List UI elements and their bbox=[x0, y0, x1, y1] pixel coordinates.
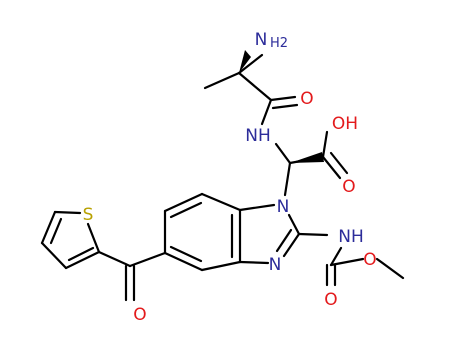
bond-calpha2-n1 bbox=[283, 161, 292, 197]
atom-amide-nh: NH bbox=[245, 126, 271, 146]
atom-acid-oh: OH bbox=[332, 114, 358, 134]
bond-th-c3-c2 bbox=[64, 250, 101, 270]
bond-th-c5-c4-inner bbox=[49, 217, 63, 245]
atom-ring-n1: N bbox=[277, 197, 290, 217]
atom-carbamate-o-double: O bbox=[324, 290, 337, 310]
bond-amide-c-o-2 bbox=[271, 103, 299, 110]
bond-nh2-calpha bbox=[237, 53, 264, 75]
bond-c5-c4-inner bbox=[169, 245, 203, 263]
stereo-wedges bbox=[239, 50, 324, 163]
bond-th-c2-s bbox=[86, 222, 101, 254]
bond-oether-methyl bbox=[375, 257, 405, 280]
atom-amine-h2: H2 bbox=[270, 36, 288, 51]
atom-amide-o: O bbox=[300, 89, 313, 109]
bond-th-c3-c2-inner bbox=[67, 246, 95, 262]
bond-c2-n3-2 bbox=[275, 228, 293, 253]
bond-n1-c7a bbox=[238, 203, 276, 212]
bond-amide-c-nh bbox=[260, 98, 273, 126]
bond-c5-c4 bbox=[163, 251, 204, 272]
bond-calpha-carbonyl bbox=[237, 71, 273, 102]
atom-labels: N H2 O NH OH O N N S O NH O O bbox=[83, 30, 377, 325]
atom-ketone-o: O bbox=[133, 305, 146, 325]
bond-cooh-o-1 bbox=[321, 155, 342, 180]
bond-lines bbox=[40, 53, 405, 302]
atom-ring-n3: N bbox=[269, 255, 282, 275]
bond-c2-n3-1 bbox=[282, 232, 301, 258]
bond-c2-carbamate-nh bbox=[297, 232, 329, 237]
bond-nh-carbamate-c bbox=[329, 246, 343, 267]
wedge-calpha-nh2 bbox=[239, 50, 251, 73]
bond-th-c5-c4 bbox=[40, 210, 57, 245]
bond-c4-c3a bbox=[200, 260, 242, 272]
bond-c7-c6 bbox=[163, 192, 204, 213]
bond-cooh-oh bbox=[321, 130, 329, 159]
bond-c7-c6-inner bbox=[169, 201, 203, 219]
atom-amine-n: N bbox=[255, 30, 268, 50]
bond-cooh-o-2 bbox=[329, 151, 349, 175]
bond-amide-c-o-1 bbox=[269, 95, 297, 102]
atom-carbamate-o-ether: O bbox=[363, 250, 376, 270]
bond-c7a-c7 bbox=[200, 192, 242, 212]
atom-thiophene-s: S bbox=[83, 205, 94, 225]
atom-carbamate-nh: NH bbox=[338, 227, 364, 247]
bond-n3-c3a bbox=[238, 260, 270, 265]
bond-c5-ketone bbox=[128, 251, 167, 268]
wedge-calpha2-cooh bbox=[290, 152, 324, 163]
bond-carbamate-c-oether bbox=[329, 257, 365, 267]
atom-acid-o: O bbox=[342, 177, 355, 197]
bond-calpha-methyl bbox=[203, 71, 241, 90]
bond-nh-calpha2 bbox=[274, 142, 292, 165]
bond-n1-c2 bbox=[287, 213, 301, 236]
bond-ketone-thiophene bbox=[97, 250, 132, 268]
bond-th-c4-c3 bbox=[40, 241, 68, 270]
bond-th-s-c5 bbox=[53, 210, 82, 215]
